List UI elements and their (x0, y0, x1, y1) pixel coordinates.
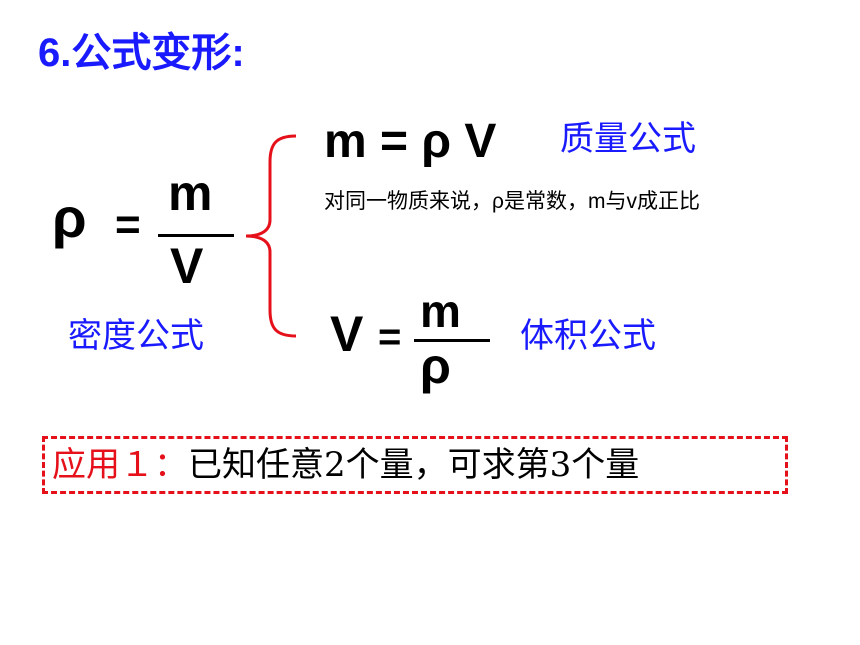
proportion-note: 对同一物质来说，ρ是常数，m与v成正比 (324, 190, 700, 213)
density-formula-label: 密度公式 (68, 317, 204, 355)
mass-formula-label: 质量公式 (560, 120, 696, 158)
density-numerator: m (168, 165, 213, 221)
application-line: 应用１：已知任意2个量，可求第3个量 (52, 442, 639, 488)
density-equals: = (115, 200, 141, 249)
volume-symbol: V (330, 306, 364, 362)
curly-brace-icon (245, 134, 297, 338)
volume-formula-label: 体积公式 (520, 317, 656, 355)
volume-equals: = (378, 315, 402, 359)
application-text: 已知任意2个量，可求第3个量 (188, 445, 640, 485)
density-fraction-bar (158, 234, 234, 237)
volume-numerator: m (420, 285, 461, 337)
volume-denominator: ρ (420, 338, 451, 394)
density-denominator: V (170, 238, 204, 294)
mass-formula: m = ρ V (324, 115, 497, 168)
density-symbol: ρ (52, 186, 87, 249)
volume-fraction-bar (414, 339, 490, 342)
slide-title: 6.公式变形: (38, 31, 245, 75)
application-prefix: 应用１： (52, 445, 188, 485)
application-box (42, 436, 788, 494)
